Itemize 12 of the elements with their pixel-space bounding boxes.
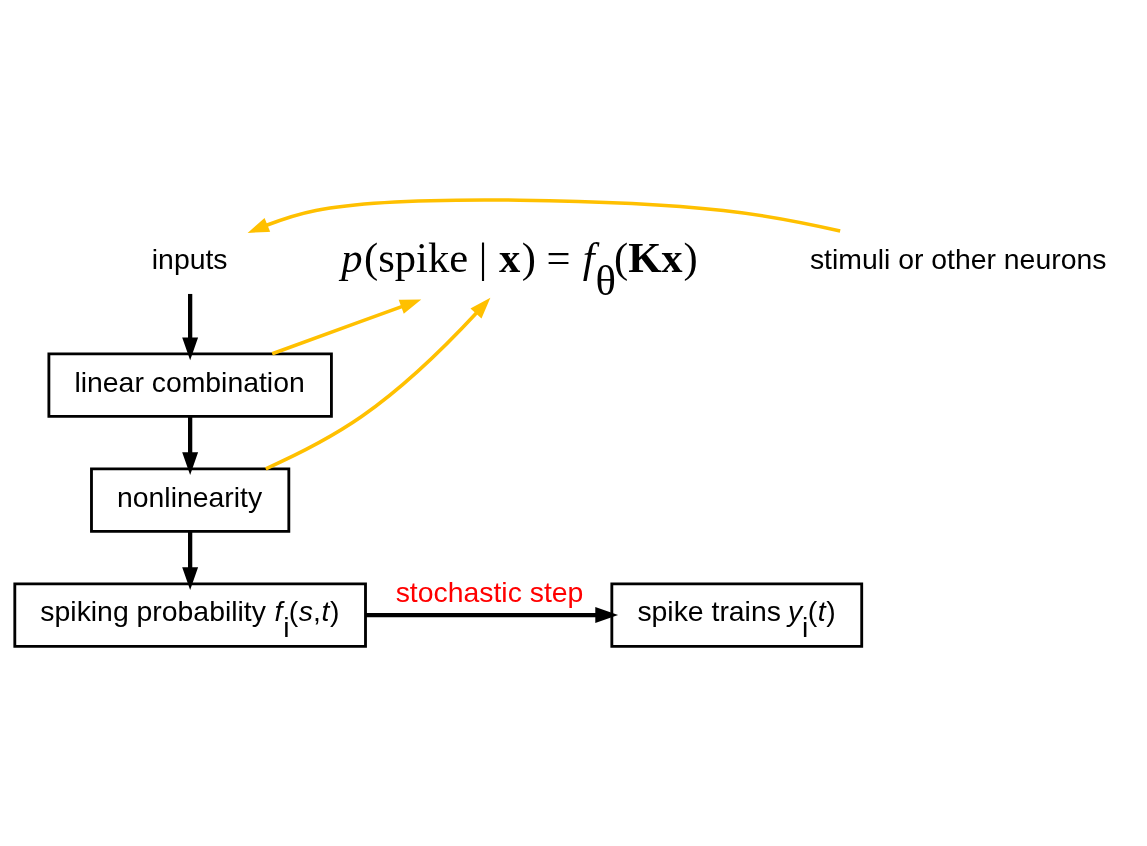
edge-label: stochastic step <box>395 576 584 609</box>
node-box: linear combination <box>47 352 333 418</box>
node-text: inputs <box>151 243 228 276</box>
arrow <box>365 607 619 624</box>
arrow <box>182 531 199 590</box>
arrow <box>182 293 199 361</box>
arrow <box>271 299 422 356</box>
arrow <box>265 297 491 471</box>
arrow <box>182 416 199 475</box>
arrow <box>247 198 841 233</box>
node-text: stimuli or other neurons <box>809 243 1107 276</box>
node-box: nonlinearity <box>90 467 291 533</box>
